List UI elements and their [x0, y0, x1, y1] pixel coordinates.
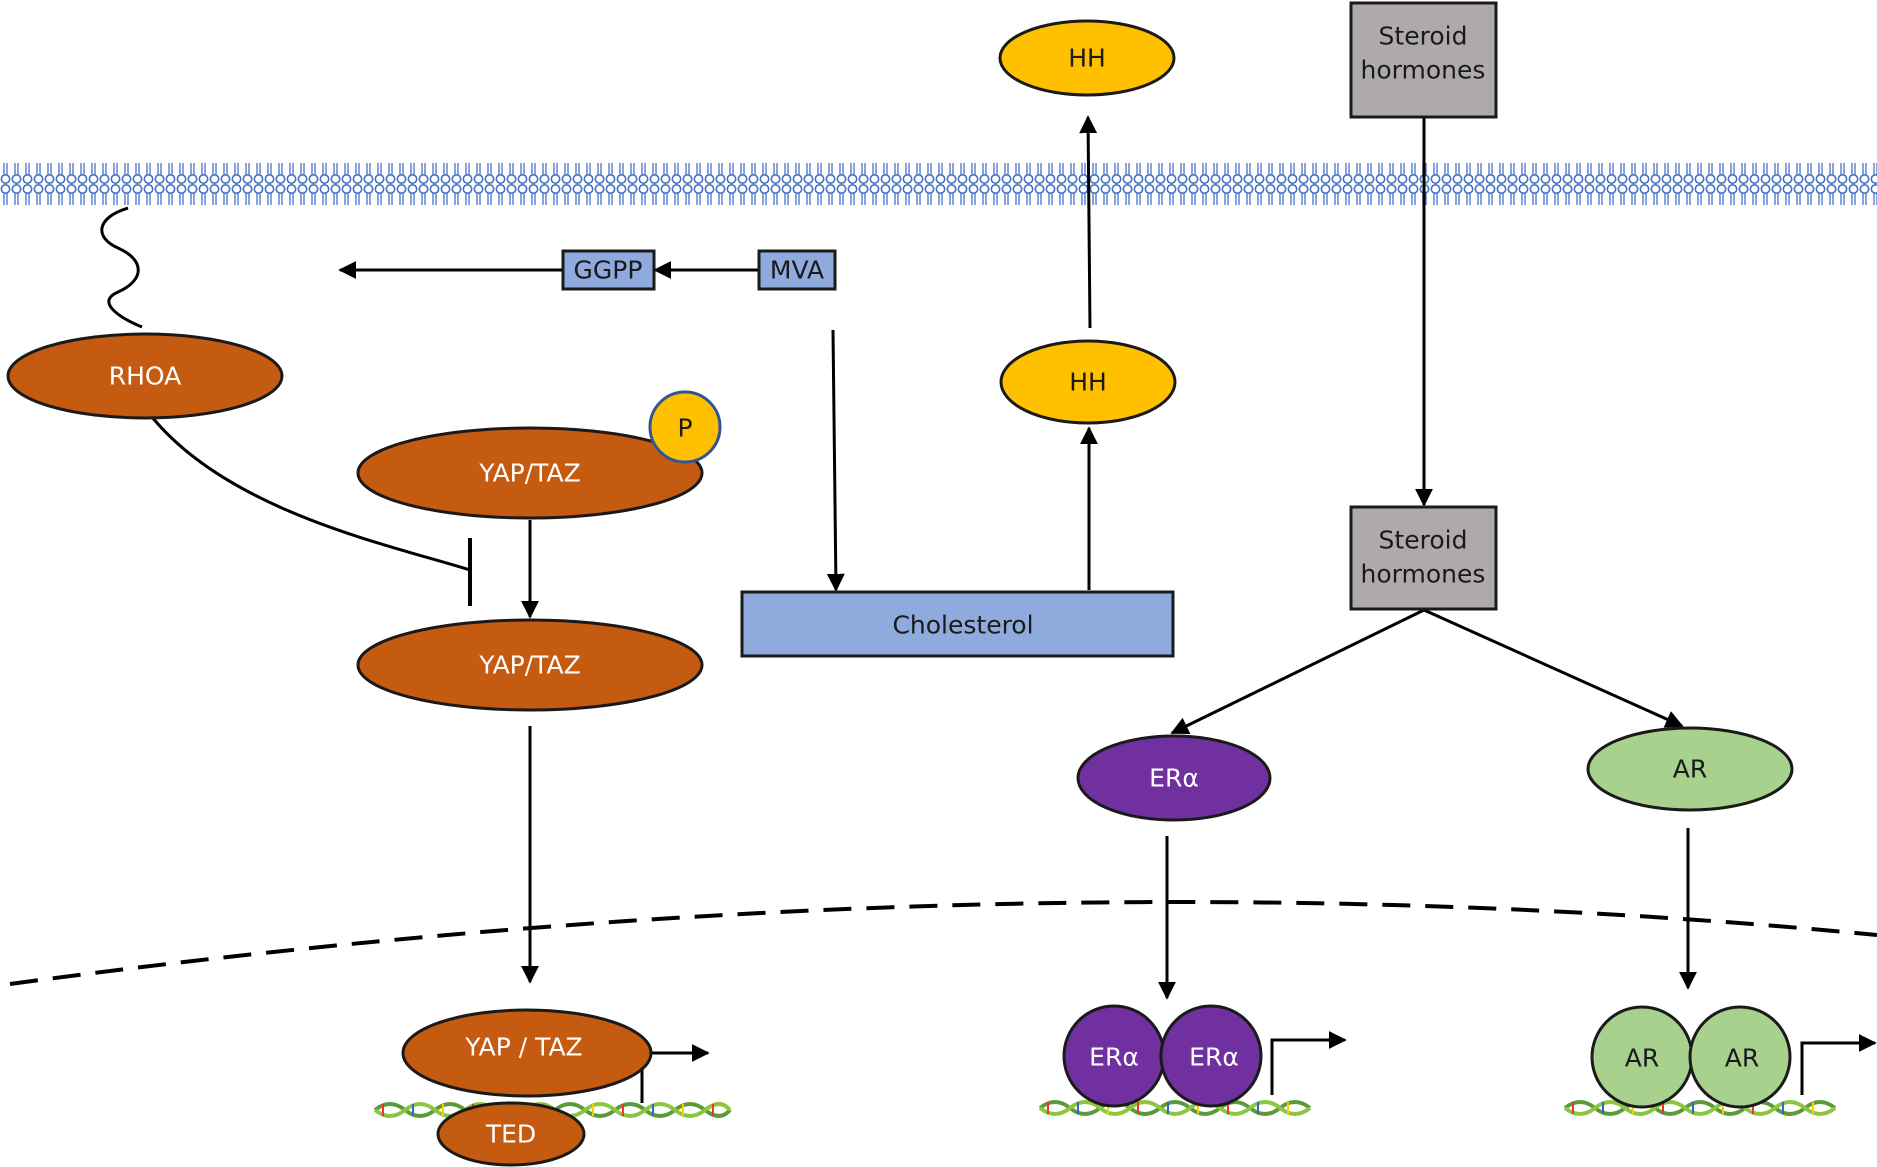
transcription-start-yap: [640, 1044, 710, 1103]
ggpp-label: GGPP: [574, 256, 643, 285]
steroid-hormones-extracellular-label-line2: hormones: [1361, 56, 1486, 85]
steroid-hormones-intracellular-node: [1349, 505, 1498, 611]
yap-taz-active-node: [356, 618, 704, 712]
er-alpha-dimer-right-label: ERα: [1189, 1043, 1239, 1072]
arrow-hh-secretion: [1079, 115, 1098, 329]
ar-dimer-left-label: AR: [1625, 1044, 1659, 1073]
rhoa-membrane-anchor: [100, 206, 143, 329]
yap-taz-phosphorylated-label: YAP/TAZ: [478, 459, 581, 488]
er-alpha-dimer-left-label: ERα: [1089, 1043, 1139, 1072]
steroid-hormones-extracellular-label-line1: Steroid: [1379, 22, 1468, 51]
dna-ar: [1563, 1100, 1837, 1116]
mva-label: MVA: [770, 256, 824, 285]
steroid-hormones-extracellular-node: [1349, 1, 1498, 119]
rhoa-inhibits-phosphorylation: [150, 416, 471, 572]
ar-node: [1586, 726, 1794, 812]
yap-taz-nuclear-node: [401, 1008, 653, 1098]
phosphate-group: [648, 390, 722, 464]
dna-er: [1038, 1100, 1312, 1116]
ar-dimer-right-node: [1688, 1005, 1792, 1109]
rhoa-label: RHOA: [109, 362, 182, 391]
ar-label: AR: [1673, 755, 1707, 784]
rhoa-node: [6, 332, 284, 420]
mva-node: [757, 249, 837, 291]
er-alpha-label: ERα: [1149, 764, 1199, 793]
hh-intracellular-node: [999, 339, 1177, 425]
phosphate-label: P: [677, 414, 692, 443]
er-alpha-dimer-right-node: [1159, 1004, 1263, 1108]
ted-label: TED: [485, 1120, 536, 1149]
arrow-steroid-to-er-alpha: [1170, 608, 1425, 735]
ted-node: [436, 1101, 586, 1167]
er-alpha-node: [1076, 734, 1272, 822]
transcription-start-ar: [1800, 1034, 1877, 1095]
arrow-mva-to-cholesterol: [826, 329, 845, 592]
yap-taz-active-label: YAP/TAZ: [478, 651, 581, 680]
cholesterol-node: [740, 590, 1175, 658]
transcription-start-er: [1270, 1031, 1347, 1095]
steroid-hormones-intracellular-label-line1: Steroid: [1379, 526, 1468, 555]
nuclear-envelope: [9, 900, 1877, 986]
ggpp-node: [561, 249, 656, 291]
hh-extracellular-label: HH: [1068, 44, 1106, 73]
yap-taz-nuclear-label: YAP / TAZ: [464, 1033, 582, 1062]
cholesterol-label: Cholesterol: [892, 611, 1033, 640]
hh-extracellular-node: [998, 19, 1176, 97]
cell-membrane: [0, 162, 1877, 208]
steroid-hormones-intracellular-label-line2: hormones: [1361, 560, 1486, 589]
ar-dimer-right-label: AR: [1725, 1044, 1759, 1073]
arrow-steroid-to-ar: [1423, 608, 1684, 728]
yap-taz-phosphorylated-node: [356, 426, 704, 520]
hh-intracellular-label: HH: [1069, 368, 1107, 397]
